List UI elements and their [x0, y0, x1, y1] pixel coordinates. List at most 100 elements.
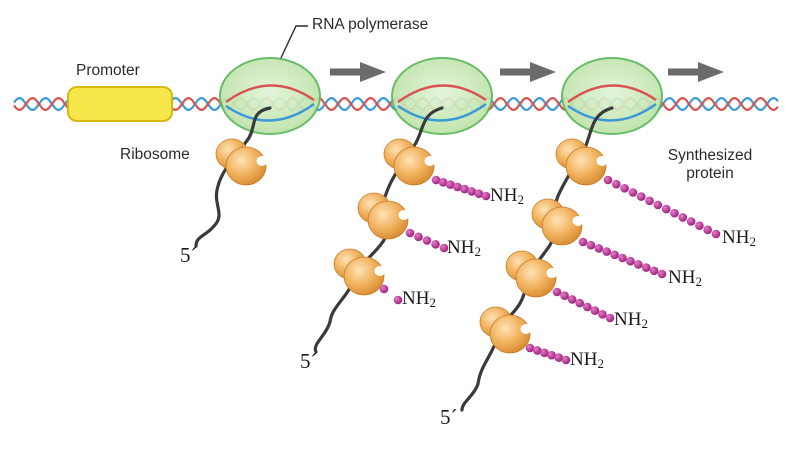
amino-terminus-base: NH — [668, 267, 696, 288]
amino-terminus-label: NH2 — [614, 310, 648, 334]
ribosome — [555, 138, 608, 186]
ribosome — [479, 306, 532, 354]
ribosome-exit-site — [572, 216, 584, 226]
rna-polymerase — [219, 57, 321, 135]
polypeptide-chain — [578, 237, 667, 279]
amino-acid-bead — [628, 188, 638, 197]
ribosome-large-subunit — [489, 314, 531, 354]
amino-acid-bead — [620, 184, 629, 193]
amino-acid-bead — [567, 295, 577, 304]
ribosome — [215, 138, 268, 186]
amino-acid-bead — [405, 228, 415, 238]
template-strand-red — [567, 84, 657, 103]
amino-acid-bead — [612, 179, 621, 189]
amino-acid-bead — [670, 208, 679, 218]
amino-acid-bead — [578, 237, 588, 247]
polypeptide-chain — [552, 287, 615, 323]
amino-acid-bead — [653, 200, 663, 210]
amino-acid-bead — [686, 217, 696, 226]
amino-acid-bead — [661, 204, 671, 214]
amino-acid-bead — [467, 187, 477, 196]
amino-acid-bead — [379, 284, 389, 294]
ribosome-exit-site — [374, 266, 386, 276]
amino-acid-bead — [422, 236, 432, 245]
amino-acid-bead — [460, 184, 469, 194]
ribosome-exit-site — [398, 210, 410, 220]
ribosome-label: Ribosome — [120, 146, 190, 163]
promoter-label: Promoter — [76, 62, 140, 79]
amino-acid-bead — [641, 263, 651, 272]
amino-terminus-base: NH — [614, 309, 642, 330]
amino-acid-bead — [618, 253, 627, 263]
amino-terminus-label: NH2 — [722, 228, 756, 252]
ribosome — [531, 198, 584, 246]
amino-terminus-base: NH — [570, 349, 598, 370]
template-strand-red — [397, 84, 487, 103]
amino-terminus-base: NH — [490, 185, 518, 206]
amino-acid-bead — [594, 244, 604, 253]
amino-terminus-label: NH2 — [668, 268, 702, 292]
ribosome-large-subunit — [541, 206, 583, 246]
amino-acid-bead — [598, 310, 607, 319]
amino-acid-bead — [547, 350, 556, 360]
amino-acid-bead — [657, 269, 667, 279]
promoter-box — [67, 86, 173, 122]
amino-acid-bead — [560, 291, 569, 301]
amino-acid-bead — [636, 192, 646, 201]
amino-acid-bead — [603, 175, 613, 185]
amino-acid-bead — [605, 313, 615, 323]
amino-acid-bead — [575, 298, 584, 308]
amino-acid-bead — [554, 353, 564, 362]
amino-acid-bead — [561, 355, 571, 365]
amino-acid-bead — [532, 346, 542, 355]
rna-polymerase — [561, 57, 663, 135]
template-strand-blue — [397, 103, 487, 122]
ribosome-large-subunit — [225, 146, 267, 186]
amino-acid-bead — [552, 287, 562, 297]
amino-terminus-subscript: 2 — [474, 244, 481, 259]
amino-acid-bead — [446, 180, 455, 189]
amino-acid-bead — [626, 256, 635, 266]
amino-acid-bead — [703, 225, 712, 235]
amino-terminus-subscript: 2 — [641, 316, 648, 331]
ribosome-exit-site — [256, 156, 268, 166]
polypeptide-chain — [379, 284, 403, 305]
amino-acid-bead — [645, 196, 654, 206]
ribosome-large-subunit — [393, 146, 435, 186]
amino-acid-bead — [610, 250, 619, 260]
amino-acid-bead — [540, 348, 549, 358]
ribosome-large-subunit — [515, 258, 557, 298]
rna-polymerase — [391, 57, 493, 135]
amino-acid-bead — [438, 178, 448, 187]
amino-acid-bead — [649, 266, 659, 276]
ribosome-exit-site — [424, 156, 436, 166]
amino-acid-bead — [453, 182, 462, 192]
five-prime-end-label: 5´ — [300, 349, 318, 373]
polypeptide-chain — [525, 343, 571, 365]
direction-arrow — [330, 62, 386, 82]
polypeptide-chain — [405, 228, 449, 253]
amino-acid-bead — [481, 191, 491, 201]
ribosome-large-subunit — [343, 256, 385, 296]
amino-acid-bead — [602, 247, 611, 256]
amino-acid-bead — [586, 240, 596, 250]
amino-acid-bead — [414, 232, 423, 242]
template-strand-red — [225, 84, 315, 103]
amino-terminus-label: NH2 — [490, 186, 524, 210]
synthesized-protein-label-line1: Synthesized — [667, 147, 753, 164]
five-prime-end-label: 5´ — [440, 405, 458, 429]
polypeptide-chain — [431, 175, 491, 201]
amino-acid-bead — [590, 306, 600, 315]
ribosome-exit-site — [546, 268, 558, 278]
amino-terminus-base: NH — [722, 227, 750, 248]
amino-acid-bead — [583, 302, 592, 312]
amino-acid-bead — [678, 213, 688, 222]
amino-terminus-subscript: 2 — [517, 192, 524, 207]
amino-acid-bead — [439, 243, 449, 253]
ribosome — [333, 248, 386, 296]
amino-acid-bead — [474, 189, 484, 198]
amino-acid-bead — [711, 229, 721, 239]
ribosome-large-subunit — [367, 200, 409, 240]
amino-acid-bead — [431, 175, 441, 185]
